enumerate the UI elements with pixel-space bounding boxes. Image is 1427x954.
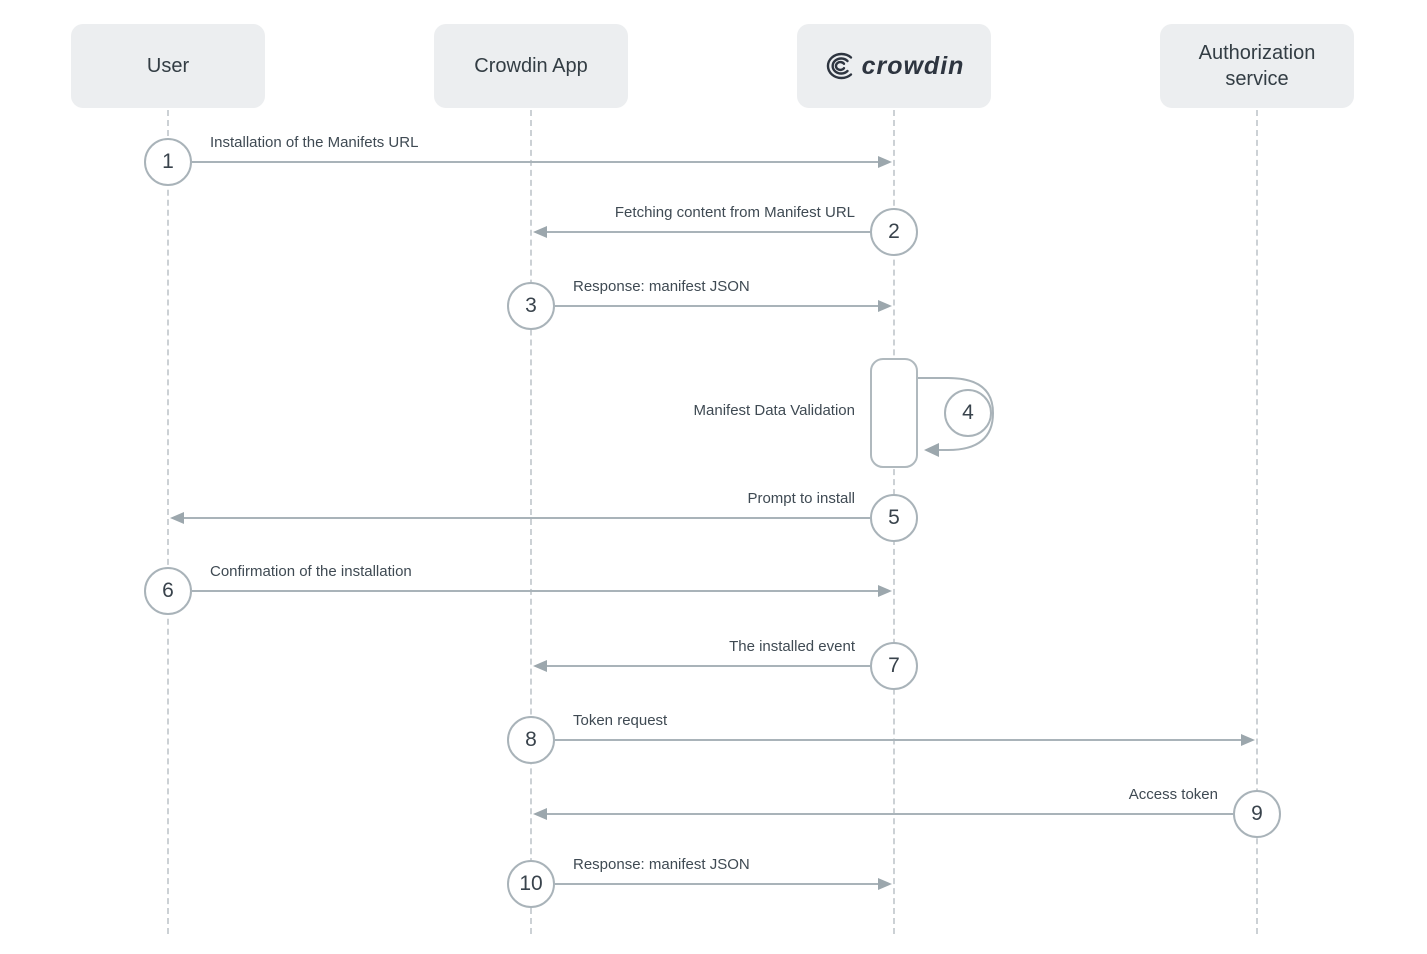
message-line-2 bbox=[544, 231, 870, 233]
message-arrowhead-1 bbox=[878, 156, 892, 168]
message-line-3 bbox=[555, 305, 881, 307]
crowdin-logo-wordmark: crowdin bbox=[861, 51, 965, 80]
message-arrowhead-8 bbox=[1241, 734, 1255, 746]
lifeline-auth-service bbox=[1256, 110, 1258, 934]
message-number: 6 bbox=[162, 579, 174, 602]
message-circle-3: 3 bbox=[507, 282, 555, 330]
message-number: 2 bbox=[888, 220, 900, 243]
actor-box-user: User bbox=[71, 24, 265, 108]
message-arrowhead-3 bbox=[878, 300, 892, 312]
message-number: 10 bbox=[519, 872, 543, 895]
message-arrowhead-6 bbox=[878, 585, 892, 597]
message-circle-6: 6 bbox=[144, 567, 192, 615]
message-number: 5 bbox=[888, 506, 900, 529]
message-number: 1 bbox=[162, 150, 174, 173]
message-line-8 bbox=[555, 739, 1244, 741]
message-label-5: Prompt to install bbox=[747, 490, 855, 507]
message-arrowhead-2 bbox=[533, 226, 547, 238]
self-loop-arrow bbox=[918, 377, 995, 457]
lifeline-crowdin-app bbox=[530, 110, 532, 934]
message-label-10: Response: manifest JSON bbox=[573, 856, 750, 873]
actor-box-auth-service: Authorization service bbox=[1160, 24, 1354, 108]
message-label-4: Manifest Data Validation bbox=[693, 402, 855, 419]
actor-box-crowdin-app: Crowdin App bbox=[434, 24, 628, 108]
message-circle-4: 4 bbox=[944, 389, 992, 437]
message-circle-1: 1 bbox=[144, 138, 192, 186]
message-label-2: Fetching content from Manifest URL bbox=[614, 204, 855, 221]
message-circle-9: 9 bbox=[1233, 790, 1281, 838]
message-arrowhead-5 bbox=[170, 512, 184, 524]
message-number: 7 bbox=[888, 654, 900, 677]
message-label-7: The installed event bbox=[729, 638, 855, 655]
message-arrowhead-9 bbox=[533, 808, 547, 820]
message-line-5 bbox=[181, 517, 870, 519]
message-arrowhead-7 bbox=[533, 660, 547, 672]
message-label-9: Access token bbox=[1128, 786, 1218, 803]
message-label-6: Confirmation of the installation bbox=[210, 563, 412, 580]
actor-box-crowdin: crowdin bbox=[797, 24, 991, 108]
actor-label-user: User bbox=[146, 55, 190, 77]
message-line-9 bbox=[544, 813, 1233, 815]
actor-label-auth-service: Authorization service bbox=[1198, 42, 1316, 90]
message-arrowhead-10 bbox=[878, 878, 892, 890]
crowdin-logo-icon bbox=[824, 50, 856, 82]
message-label-3: Response: manifest JSON bbox=[573, 278, 750, 295]
crowdin-logo: crowdin bbox=[824, 50, 965, 83]
message-number: 3 bbox=[525, 294, 537, 317]
lifeline-user bbox=[167, 110, 169, 934]
message-line-7 bbox=[544, 665, 870, 667]
message-circle-2: 2 bbox=[870, 208, 918, 256]
message-label-1: Installation of the Manifets URL bbox=[210, 134, 419, 151]
message-line-1 bbox=[192, 161, 881, 163]
message-line-10 bbox=[555, 883, 881, 885]
message-number: 8 bbox=[525, 728, 537, 751]
message-circle-8: 8 bbox=[507, 716, 555, 764]
message-circle-5: 5 bbox=[870, 494, 918, 542]
message-line-6 bbox=[192, 590, 881, 592]
message-number: 4 bbox=[962, 401, 974, 424]
actor-label-crowdin-app: Crowdin App bbox=[474, 55, 588, 77]
message-circle-10: 10 bbox=[507, 860, 555, 908]
message-circle-7: 7 bbox=[870, 642, 918, 690]
activation-box bbox=[870, 358, 918, 468]
message-number: 9 bbox=[1251, 802, 1263, 825]
message-label-8: Token request bbox=[573, 712, 668, 729]
